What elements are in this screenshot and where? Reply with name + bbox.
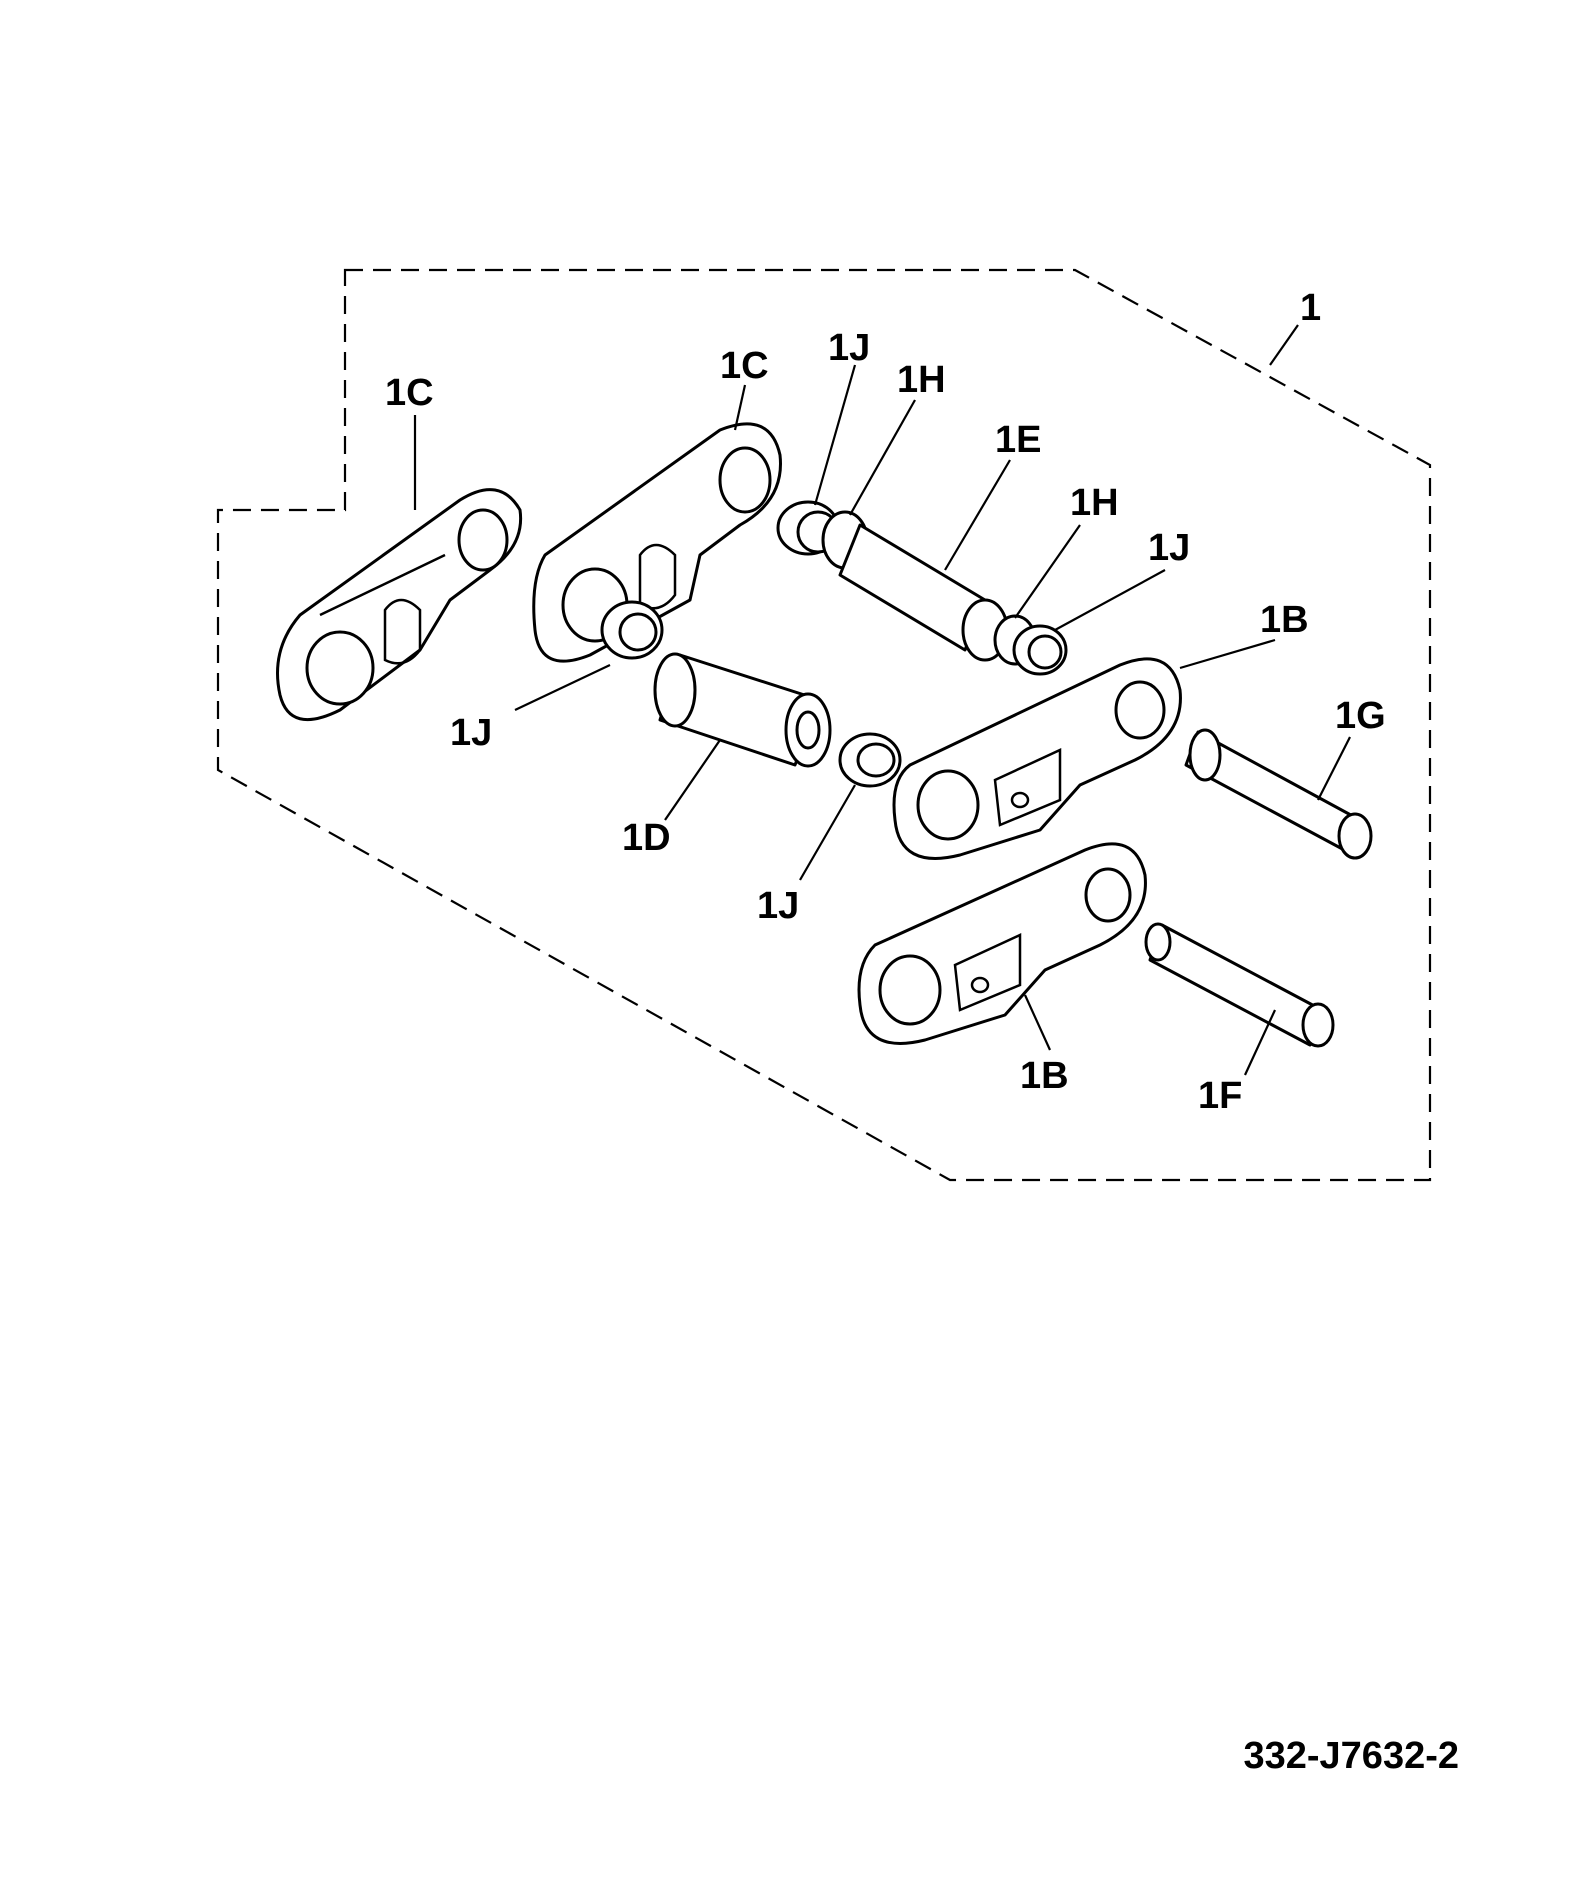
label-pin-lower: 1F xyxy=(1198,1075,1242,1117)
leader-seal-center-lower xyxy=(799,784,856,881)
label-seal-left-lower: 1J xyxy=(450,712,492,754)
label-pin-shaft: 1E xyxy=(995,419,1041,461)
link-1b-right-lower xyxy=(857,842,1147,1045)
link-1c-left xyxy=(276,488,523,722)
label-link-center: 1C xyxy=(720,345,769,387)
label-spacer-top-left: 1H xyxy=(897,359,946,401)
leader-spacer-top-right xyxy=(1014,524,1081,619)
leader-link-right-lower xyxy=(1023,994,1052,1051)
leader-bushing xyxy=(664,739,721,821)
label-link-left: 1C xyxy=(385,372,434,414)
seal-1j-left-lower xyxy=(600,600,664,660)
label-seal-center-lower: 1J xyxy=(757,885,799,927)
leader-link-right-upper xyxy=(1179,638,1276,670)
link-1b-right-upper xyxy=(892,657,1182,860)
label-spacer-top-right: 1H xyxy=(1070,482,1119,524)
label-bushing: 1D xyxy=(622,817,671,859)
label-link-right-lower: 1B xyxy=(1020,1055,1069,1097)
leader-pin-upper xyxy=(1317,736,1351,801)
leader-seal-top-right xyxy=(1054,569,1166,631)
pin-1f xyxy=(1144,922,1335,1048)
label-assembly: 1 xyxy=(1300,287,1321,329)
leader-spacer-top-left xyxy=(849,399,916,516)
seal-1j-top-right xyxy=(1012,624,1068,676)
leader-1 xyxy=(1269,324,1299,366)
label-seal-top-left: 1J xyxy=(828,327,870,369)
label-seal-top-right: 1J xyxy=(1148,527,1190,569)
pin-shaft-1e xyxy=(838,523,1009,662)
assembly-boundary xyxy=(216,268,1432,1182)
seal-1j-center-lower xyxy=(838,732,902,788)
drawing-number: 332-J7632-2 xyxy=(1243,1735,1459,1777)
bushing-1d xyxy=(653,652,832,768)
leader-seal-left-lower xyxy=(514,664,611,711)
leader-pin-shaft xyxy=(944,459,1011,571)
label-link-right-upper: 1B xyxy=(1260,599,1309,641)
leader-link-center xyxy=(733,384,747,431)
leader-seal-top-left xyxy=(813,364,857,506)
leader-pin-lower xyxy=(1244,1009,1276,1076)
pin-1g xyxy=(1184,728,1373,860)
label-pin-upper: 1G xyxy=(1335,695,1386,737)
